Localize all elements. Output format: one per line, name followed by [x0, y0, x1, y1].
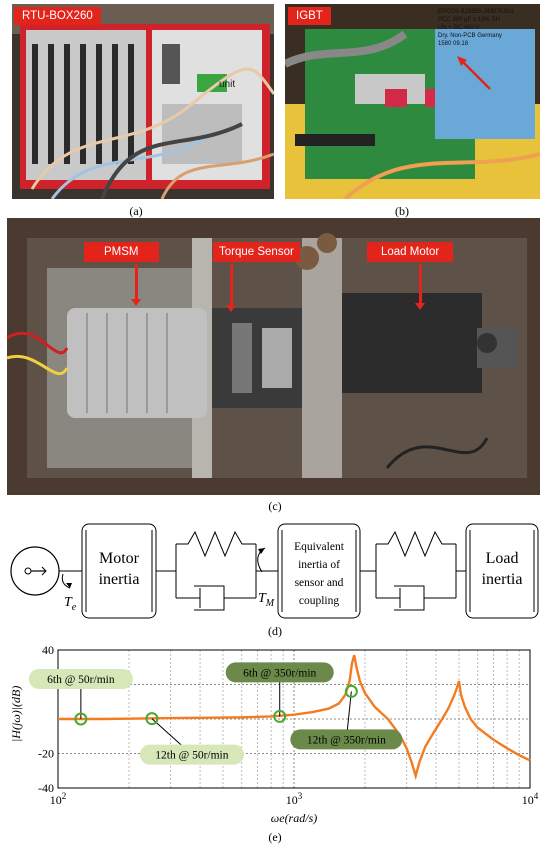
photo-rtu-box: unit	[12, 4, 274, 199]
equiv-inertia-text: sensor and	[295, 577, 344, 589]
y-tick-label: 40	[42, 643, 54, 657]
motor-inertia-text: Motor	[99, 550, 140, 567]
load-motor-arrow	[415, 264, 425, 310]
harmonic-marker	[273, 709, 287, 723]
x-tick-label: 103	[286, 791, 303, 807]
harmonic-marker	[344, 684, 358, 698]
caption-c: (c)	[268, 499, 282, 513]
caption-b: (b)	[395, 204, 409, 218]
test-bench-illustration	[7, 218, 540, 495]
igbt-label: IGBT	[288, 7, 331, 25]
callout-label: 6th @ 50r/min	[47, 674, 115, 686]
spring-damper-2	[360, 530, 466, 611]
rtu-box-illustration	[12, 4, 274, 199]
cap-line: EPCOS B25655-J4307K001	[438, 9, 514, 15]
x-tick-labels: 102 103 104	[50, 791, 539, 807]
y-tick-labels: 4020-20-40	[38, 643, 54, 795]
spring-damper-1	[156, 530, 278, 611]
rtu-box-label: RTU-BOX260	[14, 7, 101, 25]
load-inertia-block	[465, 523, 539, 619]
y-tick-label: -40	[38, 781, 54, 795]
load-inertia-text: inertia	[482, 571, 523, 588]
te-label: Te	[64, 595, 77, 613]
callout-label: 6th @ 350r/min	[243, 667, 316, 679]
callout-bubble	[139, 744, 244, 765]
equiv-inertia-text: Equivalent	[294, 541, 345, 553]
x-axis-label: ωe(rad/s)	[271, 811, 317, 825]
mechanical-model-diagram: Motor inertia Equivalent inertia of sens…	[10, 523, 539, 619]
caption-e: (e)	[268, 830, 282, 844]
motor-inertia-text: inertia	[99, 571, 140, 588]
torque-sensor-label: Torque Sensor	[213, 242, 300, 262]
harmonic-marker	[145, 712, 159, 726]
harmonic-marker	[74, 712, 88, 726]
equiv-inertia-text: coupling	[299, 595, 339, 607]
callout-bubble	[290, 729, 403, 750]
pmsm-arrow	[131, 264, 141, 306]
load-motor-label: Load Motor	[367, 242, 454, 262]
x-tick-label: 102	[50, 791, 67, 807]
callout-bubble	[28, 669, 133, 689]
y-tick-label: -20	[38, 747, 54, 761]
capacitor-label: EPCOS B25655-J4307K001 PCC 300 µF ± 10% …	[438, 8, 538, 48]
load-inertia-text: Load	[486, 550, 519, 567]
torque-sensor-arrow	[226, 264, 236, 312]
callout-label: 12th @ 50r/min	[155, 750, 228, 762]
cap-line: UN = DC 450 V	[438, 25, 480, 31]
photo-test-bench	[7, 218, 540, 495]
x-tick-label: 104	[522, 791, 539, 807]
logo-text: unit	[219, 79, 236, 90]
caption-d: (d)	[268, 624, 282, 638]
cap-line: 1580 09.18	[438, 41, 469, 47]
callout-bubble	[225, 662, 334, 683]
cap-line: Dry. Non-PCB Germany	[438, 33, 502, 39]
tm-label: TM	[258, 591, 275, 609]
y-axis-label: |H(jω)|(dB)	[9, 686, 23, 742]
magnitude-curve	[58, 654, 531, 781]
pmsm-label: PMSM	[84, 242, 159, 262]
caption-a: (a)	[129, 204, 143, 218]
callout-label: 12th @ 350r/min	[307, 734, 386, 746]
equiv-inertia-text: inertia of	[298, 559, 340, 571]
photo-igbt: EPCOS B25655-J4307K001 PCC 300 µF ± 10% …	[285, 4, 540, 199]
cap-line: PCC 300 µF ± 10% SH	[438, 17, 500, 23]
igbt-illustration	[285, 4, 540, 199]
harmonic-markers: 6th @ 50r/min 12th @ 50r/min 6th @ 350r/mi…	[28, 662, 403, 765]
